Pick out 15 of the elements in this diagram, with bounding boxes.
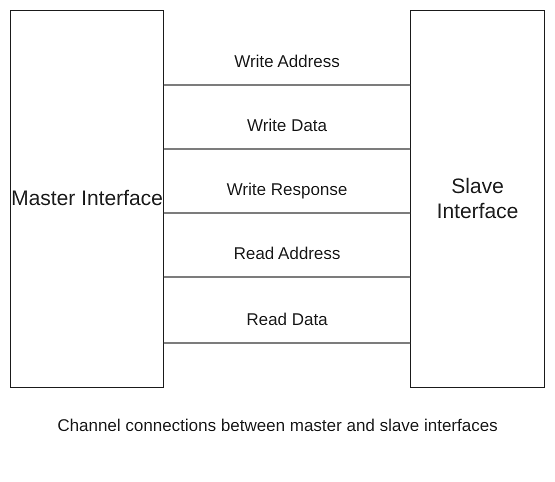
channel-line <box>164 212 410 214</box>
edge-label: Write Response <box>226 180 348 200</box>
interface-box <box>410 10 545 388</box>
edge-label: Read Address <box>234 244 340 264</box>
channel-line <box>164 276 410 278</box>
channel-line <box>164 148 410 150</box>
interface-box <box>10 10 164 388</box>
caption: Channel connections between master and slave interfaces <box>56 415 499 437</box>
box-label: Slave Interface <box>436 174 520 224</box>
channel-line <box>164 84 410 86</box>
edge-label: Read Data <box>246 310 328 330</box>
edge-label: Write Data <box>247 116 327 136</box>
box-label: Master Interface <box>11 186 163 212</box>
channel-line <box>164 342 410 344</box>
edge-label: Write Address <box>234 52 340 72</box>
